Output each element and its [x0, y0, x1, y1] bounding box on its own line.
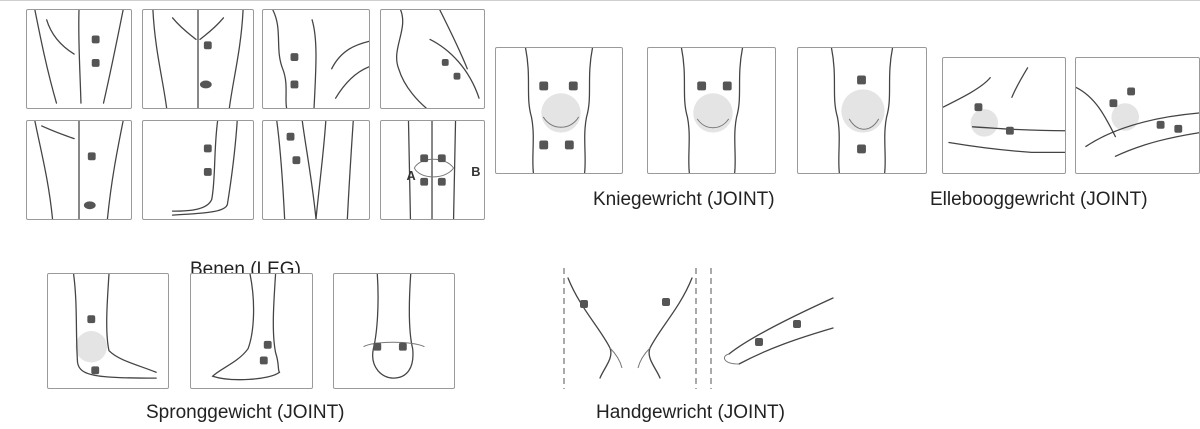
wrist-panel-1 [560, 268, 700, 389]
leg-panel-2 [142, 9, 254, 109]
caption-wrist: Handgewricht (JOINT) [596, 402, 785, 424]
leg-panel-5 [26, 120, 132, 220]
label-b: B [471, 164, 480, 179]
wrist-panel-2 [709, 268, 837, 389]
knee-panel-2 [647, 47, 776, 174]
knee-panel-1 [495, 47, 623, 174]
leg-panel-3 [262, 9, 370, 109]
label-a: A [407, 168, 416, 183]
ankle-panel-1 [47, 273, 169, 389]
leg-panel-7 [262, 120, 370, 220]
caption-knee: Kniegewricht (JOINT) [593, 189, 775, 211]
leg-panel-1 [26, 9, 132, 109]
leg-panel-8: A B [380, 120, 485, 220]
leg-panel-6 [142, 120, 254, 220]
elbow-panel-2 [1075, 57, 1200, 174]
knee-panel-3 [797, 47, 927, 174]
elbow-panel-1 [942, 57, 1066, 174]
leg-panel-4 [380, 9, 485, 109]
ankle-panel-2 [190, 273, 313, 389]
caption-ankle: Spronggewicht (JOINT) [146, 402, 345, 424]
ankle-panel-3 [333, 273, 455, 389]
caption-elbow: Ellebooggewricht (JOINT) [930, 189, 1148, 211]
top-divider [0, 0, 1200, 1]
